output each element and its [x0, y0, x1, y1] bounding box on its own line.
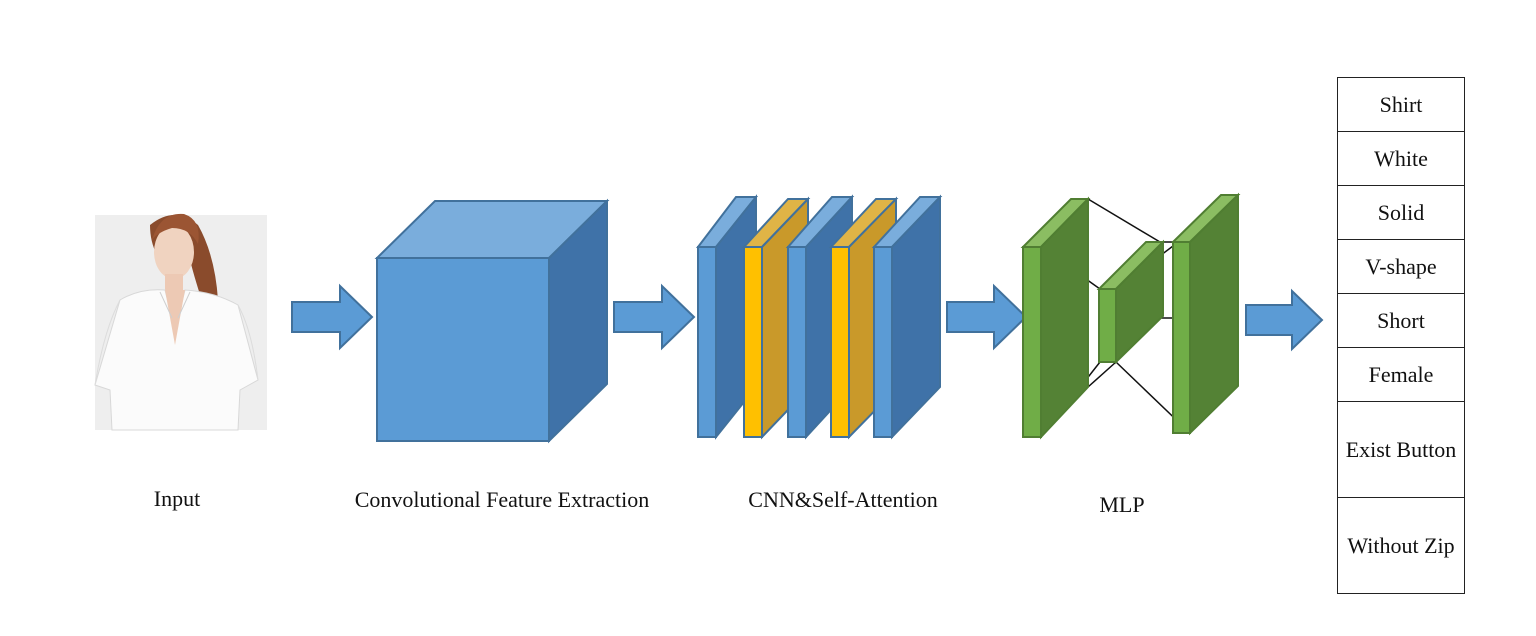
arrow-right-icon: [613, 283, 696, 351]
mlp-layer-slab: [1096, 239, 1166, 365]
output-attribute: Shirt: [1379, 91, 1423, 117]
output-attribute: Exist Button: [1337, 401, 1465, 498]
attention-label: CNN&Self-Attention: [748, 487, 938, 512]
output-attribute: Without Zip: [1337, 497, 1465, 594]
input-photo: [94, 213, 267, 431]
arrow-right-icon: [1245, 288, 1324, 352]
mlp-layer-slab: [1020, 196, 1091, 440]
mlp-label: MLP: [1099, 492, 1145, 517]
input-label: Input: [153, 486, 201, 511]
output-attribute: Short: [1337, 293, 1465, 348]
output-attribute: V-shape: [1337, 239, 1465, 294]
output-attribute: Solid: [1337, 185, 1465, 240]
output-attribute: Female: [1337, 347, 1465, 402]
output-attribute: White: [1337, 131, 1465, 186]
arrow-right-icon: [291, 283, 374, 351]
conv-label: Convolutional Feature Extraction: [354, 487, 650, 512]
mlp-block: [1020, 192, 1241, 440]
mlp-layer-slab: [1170, 192, 1241, 436]
arrow-right-icon: [946, 283, 1028, 351]
cnn-layer-slab: [871, 194, 943, 440]
output-attributes-table: Shirt White Solid V-shape Short Female E…: [1337, 77, 1465, 594]
conv-feature-cube: [374, 198, 610, 444]
cnn-attention-block: [695, 194, 943, 440]
